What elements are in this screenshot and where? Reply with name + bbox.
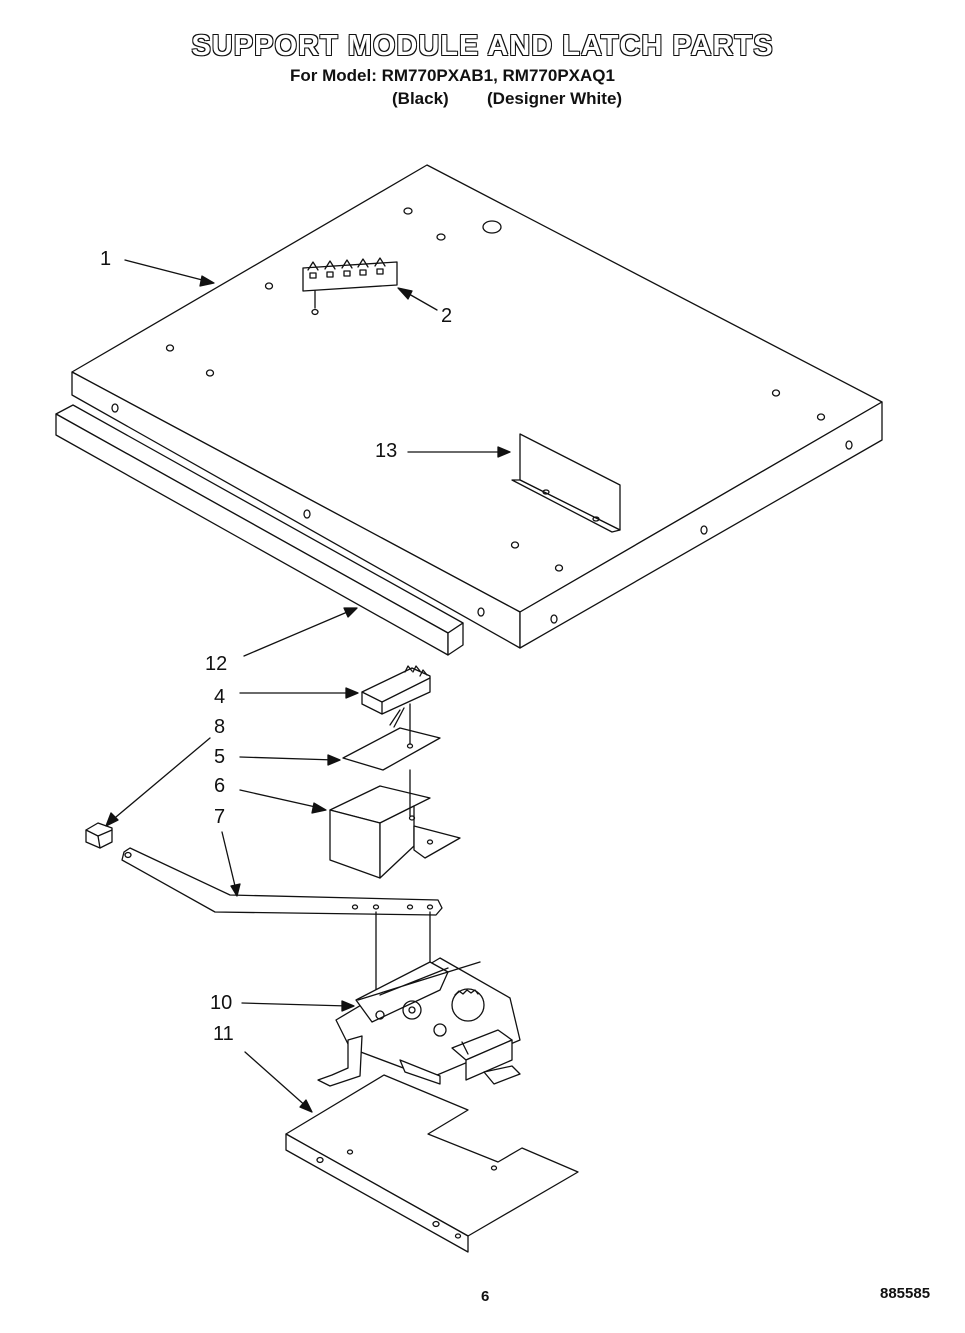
callout-10: 10 — [210, 992, 233, 1014]
insulator-plate — [342, 703, 441, 771]
model-subtitle: For Model: RM770PXAB1, RM770PXAQ1 — [290, 66, 615, 85]
connector-block — [302, 257, 398, 309]
variant-white-label: (Designer White) — [487, 89, 623, 108]
latch-mechanism — [317, 957, 521, 1087]
front-rail — [55, 404, 464, 656]
base-plate — [285, 1074, 579, 1253]
callout-12: 12 — [205, 653, 228, 675]
switch-bracket — [329, 769, 461, 879]
callout-2: 2 — [441, 305, 453, 327]
variant-black-label: (Black) — [392, 89, 449, 108]
callout-4: 4 — [214, 686, 226, 708]
page-number: 6 — [481, 1288, 490, 1305]
callout-7: 7 — [214, 806, 226, 828]
latch-arm — [121, 847, 443, 1001]
support-module-plate — [71, 164, 883, 649]
callout-11: 11 — [213, 1023, 234, 1045]
leader-lines — [105, 259, 511, 1113]
callout-13: 13 — [375, 440, 398, 462]
bracket-13 — [511, 433, 621, 533]
callout-5: 5 — [214, 746, 226, 768]
latch-stop-block — [85, 822, 113, 849]
latch-switch — [361, 665, 431, 728]
callout-1: 1 — [100, 248, 112, 270]
callout-8: 8 — [214, 716, 226, 738]
callout-6: 6 — [214, 775, 226, 797]
document-number: 885585 — [880, 1285, 931, 1302]
page-title: SUPPORT MODULE AND LATCH PARTS — [191, 30, 774, 62]
